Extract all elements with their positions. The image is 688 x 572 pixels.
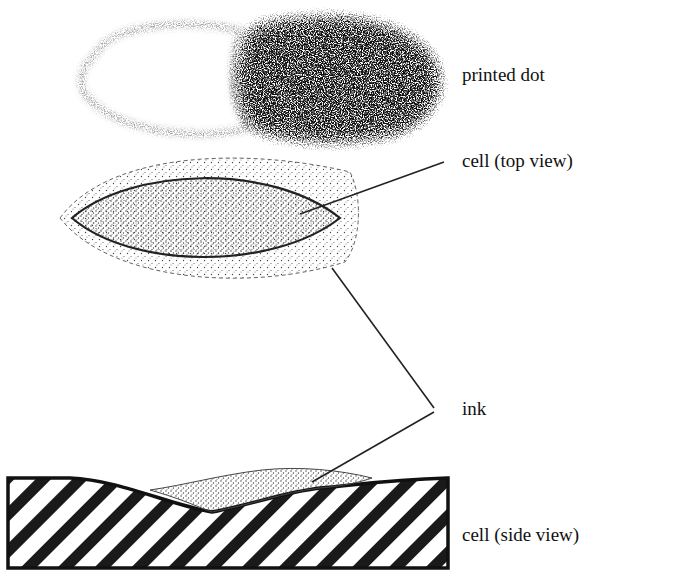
printed-dot <box>81 15 442 144</box>
cell-top-view <box>60 158 358 278</box>
part-label: ink <box>462 398 486 421</box>
leader-lines <box>300 162 444 482</box>
part-label: cell (side view) <box>462 524 579 547</box>
part-label: printed dot <box>462 64 545 87</box>
cell-side-view <box>8 468 448 570</box>
part-label: cell (top view) <box>462 150 573 173</box>
